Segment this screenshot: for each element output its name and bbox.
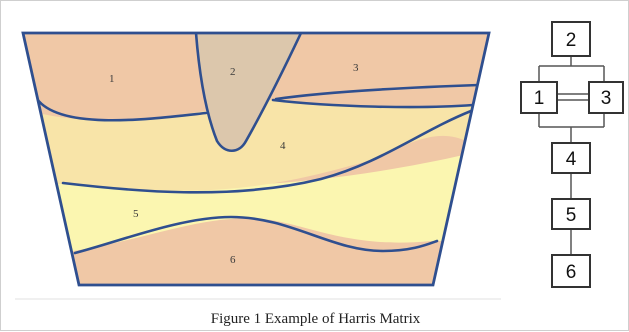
- layer-label-4: 4: [280, 140, 286, 152]
- matrix-box-1: [520, 81, 558, 114]
- matrix-label-3: 3: [601, 88, 612, 109]
- interface-4-5: [61, 109, 473, 194]
- interface-3-top: [274, 83, 481, 101]
- matrix-box-3: [588, 81, 624, 114]
- matrix-label-1: 1: [534, 88, 545, 109]
- layer-labels: 1 2 3 4 5 6: [109, 62, 359, 266]
- matrix-label-4: 4: [566, 149, 577, 170]
- section-outline: [21, 31, 491, 287]
- layer-2: [196, 33, 301, 151]
- matrix-labels: 2 1 3 4 5 6: [534, 30, 612, 283]
- layer-label-5: 5: [133, 208, 139, 220]
- harris-matrix: [520, 21, 624, 288]
- interface-1-4: [35, 97, 208, 122]
- layer-label-2: 2: [230, 66, 236, 78]
- matrix-box-5: [551, 198, 591, 230]
- layer-label-3: 3: [353, 62, 359, 74]
- matrix-label-6: 6: [566, 262, 577, 283]
- layer-label-1: 1: [109, 73, 115, 85]
- interface-2-cut: [194, 33, 303, 153]
- matrix-box-2: [551, 21, 591, 57]
- matrix-box-4: [551, 142, 591, 174]
- interface-3-4: [271, 98, 475, 109]
- matrix-box-6: [551, 254, 591, 288]
- matrix-label-5: 5: [566, 205, 577, 226]
- interface-lines: [35, 33, 481, 255]
- layer-label-6: 6: [230, 254, 236, 266]
- interface-5-6: [73, 215, 439, 255]
- matrix-label-2: 2: [566, 30, 577, 51]
- figure-caption: Figure 1 Example of Harris Matrix: [210, 311, 421, 327]
